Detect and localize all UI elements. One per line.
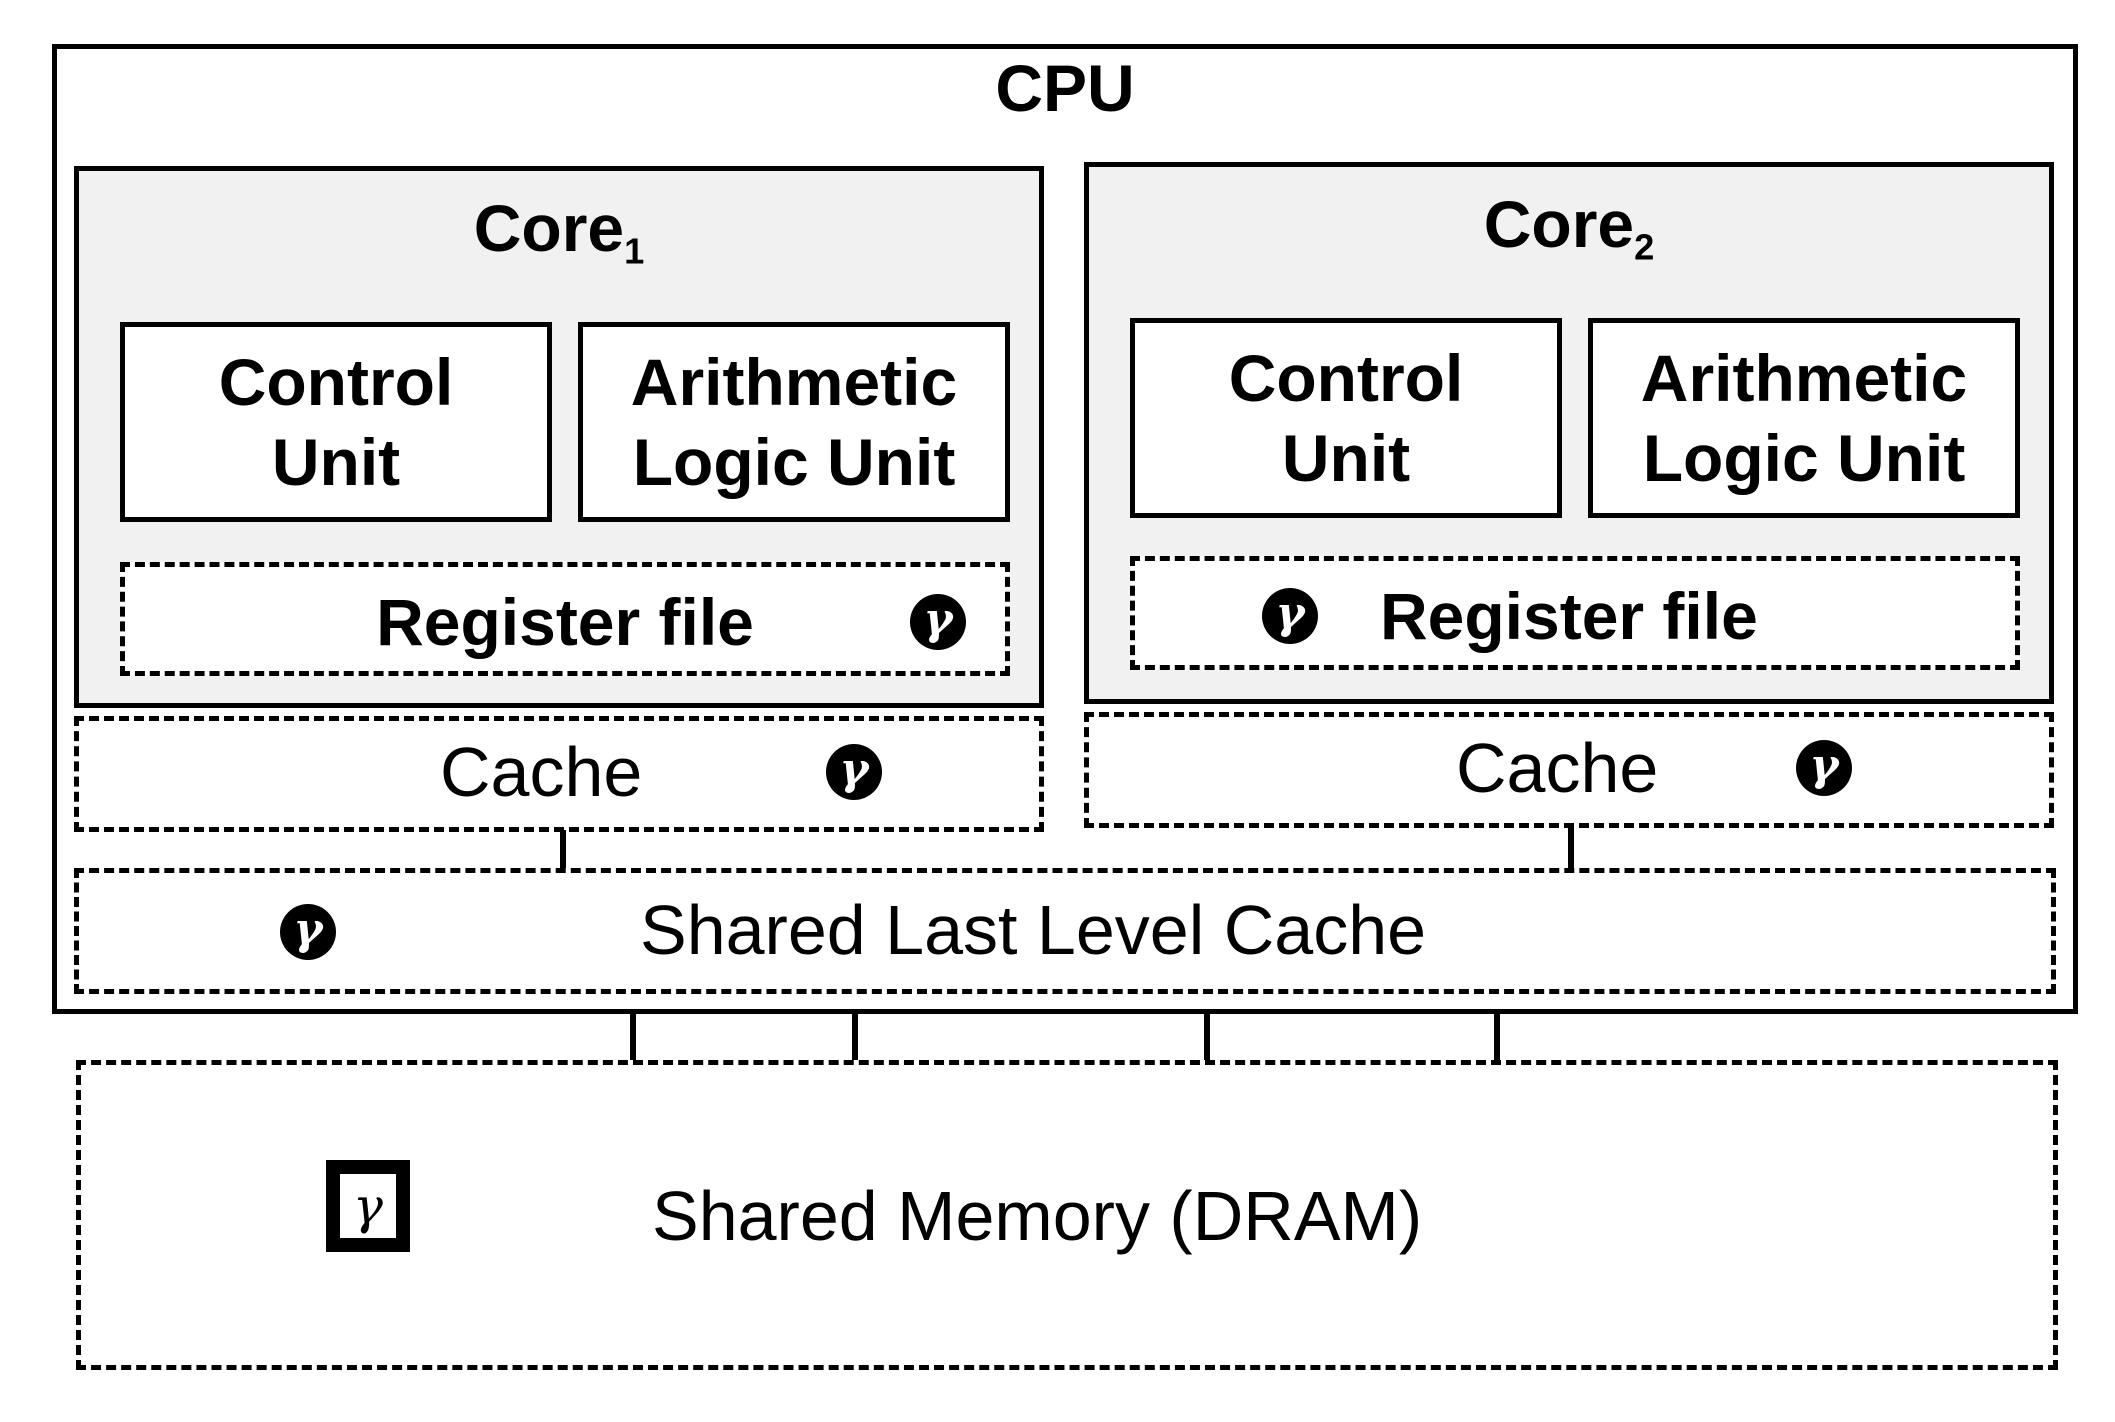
core-1-index: 1: [624, 230, 645, 272]
llc-gamma-icon: γ: [280, 904, 336, 960]
core-2-register-file: [1130, 556, 2020, 670]
connector-bus-4: [1494, 1012, 1500, 1062]
core-2-cache-gamma-icon: γ: [1796, 740, 1852, 796]
core-1-control-unit-label: Control Unit: [218, 345, 454, 499]
shared-memory: [76, 1060, 2058, 1370]
core-2-alu-label: Arithmetic Logic Unit: [1640, 341, 1968, 495]
core-2-register-gamma-icon: γ: [1262, 588, 1318, 644]
core-2-title: Core2: [1084, 186, 2054, 269]
connector-cache-2-llc: [1568, 826, 1574, 870]
core-1-register-file: [120, 562, 1010, 676]
core-1-control-unit: Control Unit: [120, 322, 552, 522]
core-2-title-text: Core: [1483, 187, 1635, 261]
core-1-cache-label: Cache: [440, 733, 643, 811]
core-1-title: Core1: [74, 190, 1044, 273]
core-2-register-file-label: Register file: [1380, 579, 1758, 653]
memory-label: Shared Memory (DRAM): [652, 1177, 1423, 1255]
core-2-cache-label: Cache: [1456, 729, 1659, 807]
core-2-control-unit-label: Control Unit: [1228, 341, 1464, 495]
connector-bus-3: [1204, 1012, 1210, 1062]
core-1-cache-gamma-icon: γ: [826, 744, 882, 800]
memory-gamma-glyph: γ: [340, 1174, 396, 1238]
connector-bus-2: [852, 1012, 858, 1062]
memory-gamma-icon: γ: [326, 1160, 410, 1252]
core-1-alu-label: Arithmetic Logic Unit: [630, 345, 958, 499]
core-2-index: 2: [1634, 226, 1655, 268]
core-1-title-text: Core: [473, 191, 625, 265]
core-1-register-gamma-icon: γ: [910, 594, 966, 650]
connector-cache-1-llc: [560, 830, 566, 870]
llc-label: Shared Last Level Cache: [640, 891, 1427, 969]
core-2-cache: [1084, 712, 2054, 828]
core-2-control-unit: Control Unit: [1130, 318, 1562, 518]
shared-llc: [74, 868, 2056, 994]
core-1-register-file-label: Register file: [376, 585, 754, 659]
cpu-title: CPU: [995, 51, 1135, 125]
core-1-cache: [74, 716, 1044, 832]
connector-bus-1: [630, 1012, 636, 1062]
core-1-alu: Arithmetic Logic Unit: [578, 322, 1010, 522]
core-2-alu: Arithmetic Logic Unit: [1588, 318, 2020, 518]
